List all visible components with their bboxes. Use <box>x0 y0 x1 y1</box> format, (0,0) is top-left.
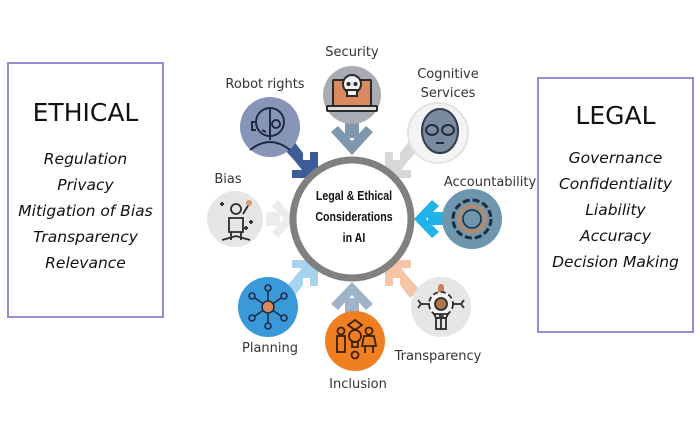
label-inclusion: Inclusion <box>329 377 387 392</box>
legal-panel: LEGAL Governance Confidentiality Liabili… <box>537 77 694 333</box>
legal-item-text: Confidentiality <box>558 175 673 193</box>
ethical-item: Privacy <box>9 172 162 198</box>
ethical-item: Mitigation of Bias <box>9 198 162 224</box>
bias-circle <box>207 191 263 247</box>
node-planning <box>238 277 298 337</box>
legal-list: Governance Confidentiality Liability Acc… <box>539 145 692 275</box>
legal-item: Decision Making <box>539 249 692 275</box>
label-accountability: Accountability <box>443 175 537 190</box>
ethical-item-text: Privacy <box>57 176 114 194</box>
alien-head-icon <box>421 108 459 154</box>
node-accountability <box>442 189 502 249</box>
legal-item-text: Liability <box>585 201 646 219</box>
arrow-cognitive <box>385 140 420 178</box>
legal-item: Confidentiality <box>539 171 692 197</box>
center-title-line: Legal & Ethical <box>315 189 393 203</box>
center-ring <box>289 156 415 282</box>
label-transparency: Transparency <box>394 349 482 364</box>
legal-item-text: Accuracy <box>579 227 652 245</box>
ethical-item: Transparency <box>9 224 162 250</box>
legal-item: Liability <box>539 197 692 223</box>
legal-item-text: Decision Making <box>552 253 679 271</box>
node-bias <box>207 191 263 247</box>
legal-title: LEGAL <box>575 101 656 130</box>
label-planning: Planning <box>242 341 298 356</box>
label-bias: Bias <box>214 172 242 187</box>
center-title: Legal & Ethical Considerations in AI <box>312 186 397 249</box>
legal-item-text: Governance <box>568 149 663 167</box>
node-security <box>323 66 381 124</box>
ethical-item: Relevance <box>9 250 162 276</box>
label-robot-rights: Robot rights <box>225 77 305 92</box>
arrow-bias <box>266 200 295 238</box>
inclusion-circle <box>325 311 385 371</box>
robot-head-icon <box>249 107 291 151</box>
ethical-title: ETHICAL <box>32 98 139 127</box>
ethical-item: Regulation <box>9 146 162 172</box>
gear-wrench-icon <box>417 284 465 330</box>
center-title-line: Considerations <box>315 210 393 224</box>
arrow-transparency <box>385 260 420 298</box>
ethical-item-text: Relevance <box>45 254 126 272</box>
node-inclusion <box>325 311 385 371</box>
legal-item: Governance <box>539 145 692 171</box>
label-security: Security <box>325 45 379 60</box>
arrow-planning <box>283 260 318 298</box>
ethical-panel: ETHICAL Regulation Privacy Mitigation of… <box>7 62 164 318</box>
laptop-skull-icon <box>326 74 378 112</box>
center-title-line: in AI <box>342 231 366 245</box>
label-cognitive-line2: Services <box>420 86 476 101</box>
network-people-icon <box>248 284 288 330</box>
person-sparkles-icon <box>220 200 253 241</box>
arrow-robot-rights <box>283 140 318 178</box>
ethical-item-text: Transparency <box>33 228 138 246</box>
gear-cycle-icon <box>451 198 493 240</box>
people-idea-icon <box>336 318 378 360</box>
ethical-list: Regulation Privacy Mitigation of Bias Tr… <box>9 146 162 276</box>
ethical-item-text: Regulation <box>43 150 128 168</box>
node-transparency <box>411 277 471 337</box>
legal-item: Accuracy <box>539 223 692 249</box>
ethical-item-text: Mitigation of Bias <box>18 202 153 220</box>
node-cognitive <box>407 102 469 164</box>
node-robot-rights <box>240 97 300 157</box>
label-cognitive-line1: Cognitive <box>417 67 479 82</box>
